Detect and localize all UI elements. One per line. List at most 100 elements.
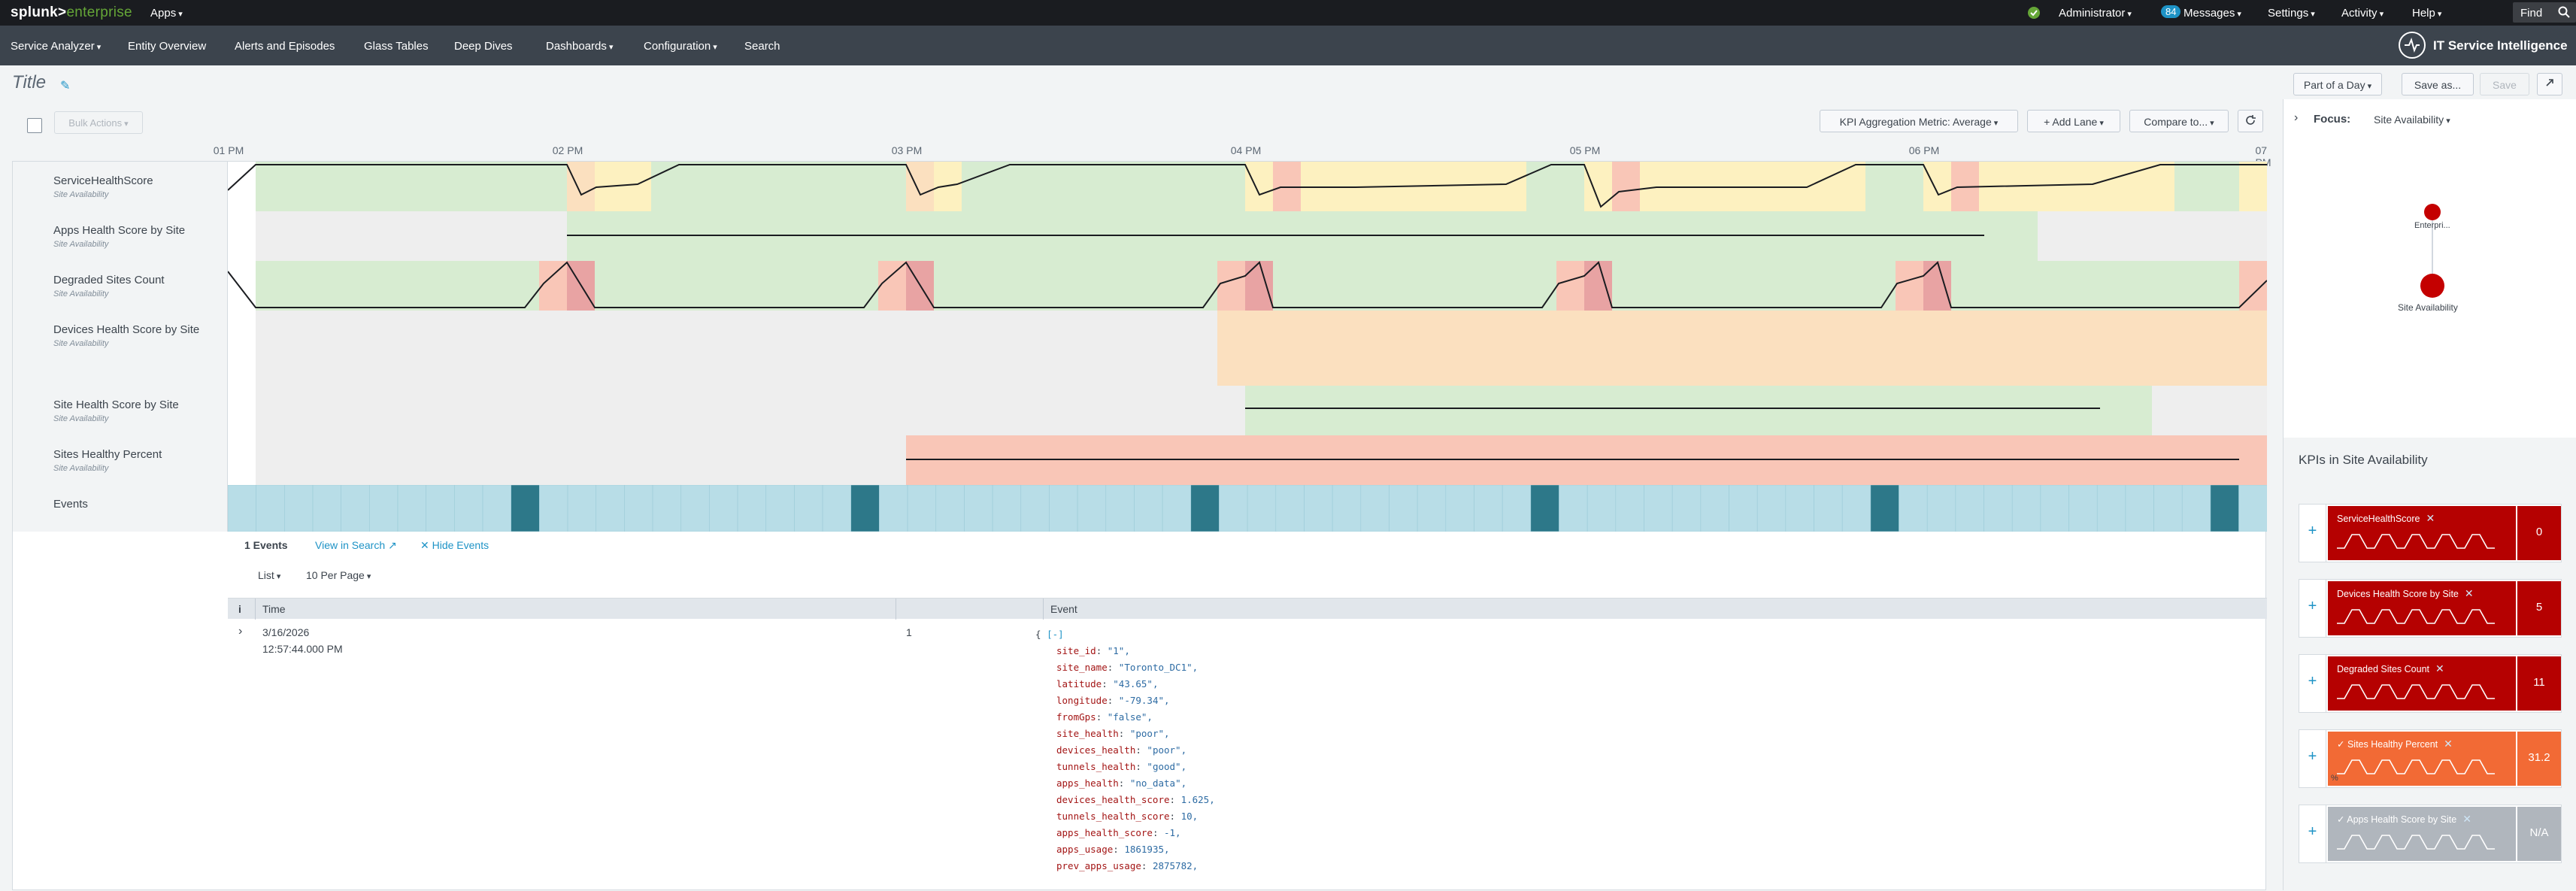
event-bucket[interactable] [935, 485, 965, 532]
remove-kpi-icon[interactable]: ✕ [2444, 738, 2453, 750]
json-value[interactable]: "43.65", [1113, 678, 1159, 689]
json-value[interactable]: -1, [1164, 827, 1181, 838]
json-key[interactable]: longitude [1056, 695, 1108, 706]
json-value[interactable]: "false", [1107, 711, 1153, 723]
event-bucket[interactable] [1926, 485, 1956, 532]
hide-events-link[interactable]: ✕ Hide Events [420, 539, 489, 551]
event-bucket[interactable] [1417, 485, 1447, 532]
messages-badge[interactable]: 84 [2161, 5, 2181, 18]
event-bucket[interactable] [567, 485, 597, 532]
event-bucket[interactable] [1275, 485, 1305, 532]
event-bucket[interactable] [1332, 485, 1362, 532]
event-bucket[interactable] [256, 485, 285, 532]
event-bucket[interactable] [397, 485, 426, 532]
service-node-site-availability[interactable] [2420, 274, 2444, 298]
event-bucket[interactable] [765, 485, 795, 532]
event-bucket[interactable] [426, 485, 455, 532]
json-key[interactable]: apps_health [1056, 777, 1119, 789]
event-bucket[interactable] [964, 485, 993, 532]
splunk-logo[interactable]: splunk>enterprise [11, 5, 132, 20]
add-lane-button[interactable]: + Add Lane [2027, 110, 2120, 132]
col-time[interactable]: Time [262, 603, 286, 615]
json-value[interactable]: 1861935, [1124, 844, 1170, 855]
kpi-tile[interactable]: Degraded Sites Count✕ [2328, 656, 2516, 711]
event-bucket[interactable] [1190, 485, 1220, 532]
json-value[interactable]: "poor", [1147, 744, 1187, 756]
event-bucket[interactable] [1445, 485, 1474, 532]
event-bucket[interactable] [1756, 485, 1787, 532]
view-mode-dropdown[interactable]: List [258, 569, 280, 581]
json-key[interactable]: tunnels_health [1056, 761, 1136, 772]
service-node-enterprise[interactable] [2424, 204, 2441, 220]
user-menu[interactable]: Administrator [2059, 7, 2132, 20]
event-bucket[interactable] [454, 485, 483, 532]
event-bucket[interactable] [228, 485, 256, 532]
event-bucket[interactable] [1134, 485, 1163, 532]
event-bucket[interactable] [2096, 485, 2126, 532]
add-kpi-lane-button[interactable]: + [2299, 805, 2326, 862]
event-bucket[interactable] [1105, 485, 1135, 532]
event-bucket[interactable] [1530, 485, 1559, 532]
json-value[interactable]: 10, [1180, 811, 1199, 822]
event-bucket[interactable] [284, 485, 314, 532]
kpi-tile[interactable]: ✓ Sites Healthy Percent✕% [2328, 732, 2516, 786]
event-bucket[interactable] [1785, 485, 1814, 532]
event-bucket[interactable] [1587, 485, 1617, 532]
event-bucket[interactable] [1671, 485, 1702, 532]
remove-kpi-icon[interactable]: ✕ [2426, 512, 2435, 524]
event-bucket[interactable] [1899, 485, 1928, 532]
json-key[interactable]: latitude [1056, 678, 1102, 689]
json-key[interactable]: site_id [1056, 645, 1096, 656]
json-key[interactable]: apps_health_score [1056, 827, 1153, 838]
event-bucket[interactable] [1049, 485, 1078, 532]
event-bucket[interactable] [624, 485, 653, 532]
event-bucket[interactable] [1162, 485, 1192, 532]
bulk-actions-button[interactable]: Bulk Actions [54, 111, 143, 134]
json-key[interactable]: site_name [1056, 662, 1108, 673]
json-value[interactable]: "no_data", [1129, 777, 1187, 789]
event-bucket[interactable] [1870, 485, 1899, 532]
nav-deep-dives[interactable]: Deep Dives [454, 40, 513, 53]
kpi-aggregation-dropdown[interactable]: KPI Aggregation Metric: Average [1820, 110, 2018, 132]
event-bucket[interactable] [879, 485, 908, 532]
find-input[interactable]: Find [2513, 2, 2576, 23]
json-key[interactable]: apps_usage [1056, 844, 1114, 855]
event-bucket[interactable] [1247, 485, 1277, 532]
focus-service-dropdown[interactable]: Site Availability [2374, 114, 2450, 126]
json-key[interactable]: site_health [1056, 728, 1119, 739]
chevron-right-icon[interactable]: › [2294, 111, 2299, 124]
kpi-tile[interactable]: ServiceHealthScore✕ [2328, 506, 2516, 560]
nav-entity-overview[interactable]: Entity Overview [128, 40, 207, 53]
event-bucket[interactable] [1077, 485, 1107, 532]
event-bucket[interactable] [1360, 485, 1390, 532]
event-bucket[interactable] [2153, 485, 2183, 532]
nav-dashboards[interactable]: Dashboards [546, 40, 613, 53]
remove-kpi-icon[interactable]: ✕ [2435, 662, 2444, 674]
add-kpi-lane-button[interactable]: + [2299, 505, 2326, 562]
save-button[interactable]: Save [2480, 73, 2529, 95]
per-page-dropdown[interactable]: 10 Per Page [306, 569, 371, 581]
event-bucket[interactable] [2210, 485, 2239, 532]
compare-to-dropdown[interactable]: Compare to... [2129, 110, 2229, 132]
add-kpi-lane-button[interactable]: + [2299, 655, 2326, 712]
kpi-card[interactable]: +✓ Sites Healthy Percent✕%31.2 [2299, 729, 2562, 788]
event-bucket[interactable] [737, 485, 767, 532]
event-bucket[interactable] [794, 485, 823, 532]
event-bucket[interactable] [341, 485, 370, 532]
event-bucket[interactable] [680, 485, 710, 532]
add-kpi-lane-button[interactable]: + [2299, 730, 2326, 787]
event-bucket[interactable] [2068, 485, 2098, 532]
event-bucket[interactable] [596, 485, 625, 532]
event-bucket[interactable] [652, 485, 682, 532]
json-value[interactable]: 1.625, [1180, 794, 1215, 805]
nav-configuration[interactable]: Configuration [644, 40, 717, 53]
json-key[interactable]: fromGps [1056, 711, 1096, 723]
event-bucket[interactable] [482, 485, 511, 532]
event-bucket[interactable] [1389, 485, 1418, 532]
refresh-icon[interactable] [2238, 110, 2263, 132]
kpi-card[interactable]: +ServiceHealthScore✕0 [2299, 504, 2562, 562]
fullscreen-icon[interactable] [2537, 73, 2562, 95]
